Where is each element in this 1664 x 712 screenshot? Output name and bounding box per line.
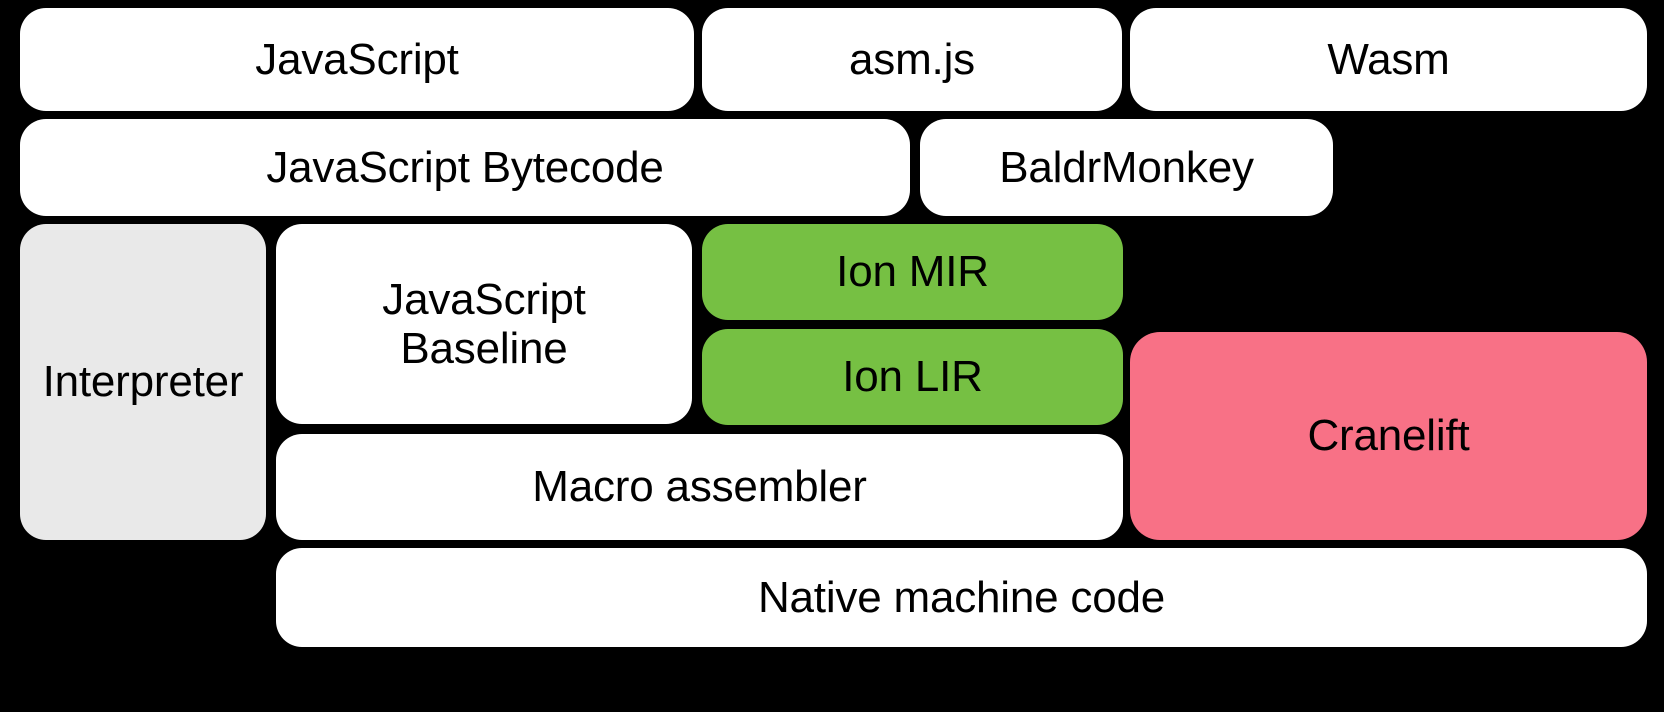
box-javascript-bytecode[interactable]: JavaScript Bytecode [20,119,910,216]
box-javascript[interactable]: JavaScript [20,8,694,111]
box-baldrmonkey[interactable]: BaldrMonkey [920,119,1333,216]
box-wasm[interactable]: Wasm [1130,8,1647,111]
box-ion-mir[interactable]: Ion MIR [702,224,1123,320]
box-interpreter[interactable]: Interpreter [20,224,266,540]
box-cranelift[interactable]: Cranelift [1130,332,1647,540]
box-ion-lir[interactable]: Ion LIR [702,329,1123,425]
box-asm-js[interactable]: asm.js [702,8,1122,111]
box-native-machine-code[interactable]: Native machine code [276,548,1647,647]
box-javascript-baseline[interactable]: JavaScript Baseline [276,224,692,424]
box-macro-assembler[interactable]: Macro assembler [276,434,1123,540]
